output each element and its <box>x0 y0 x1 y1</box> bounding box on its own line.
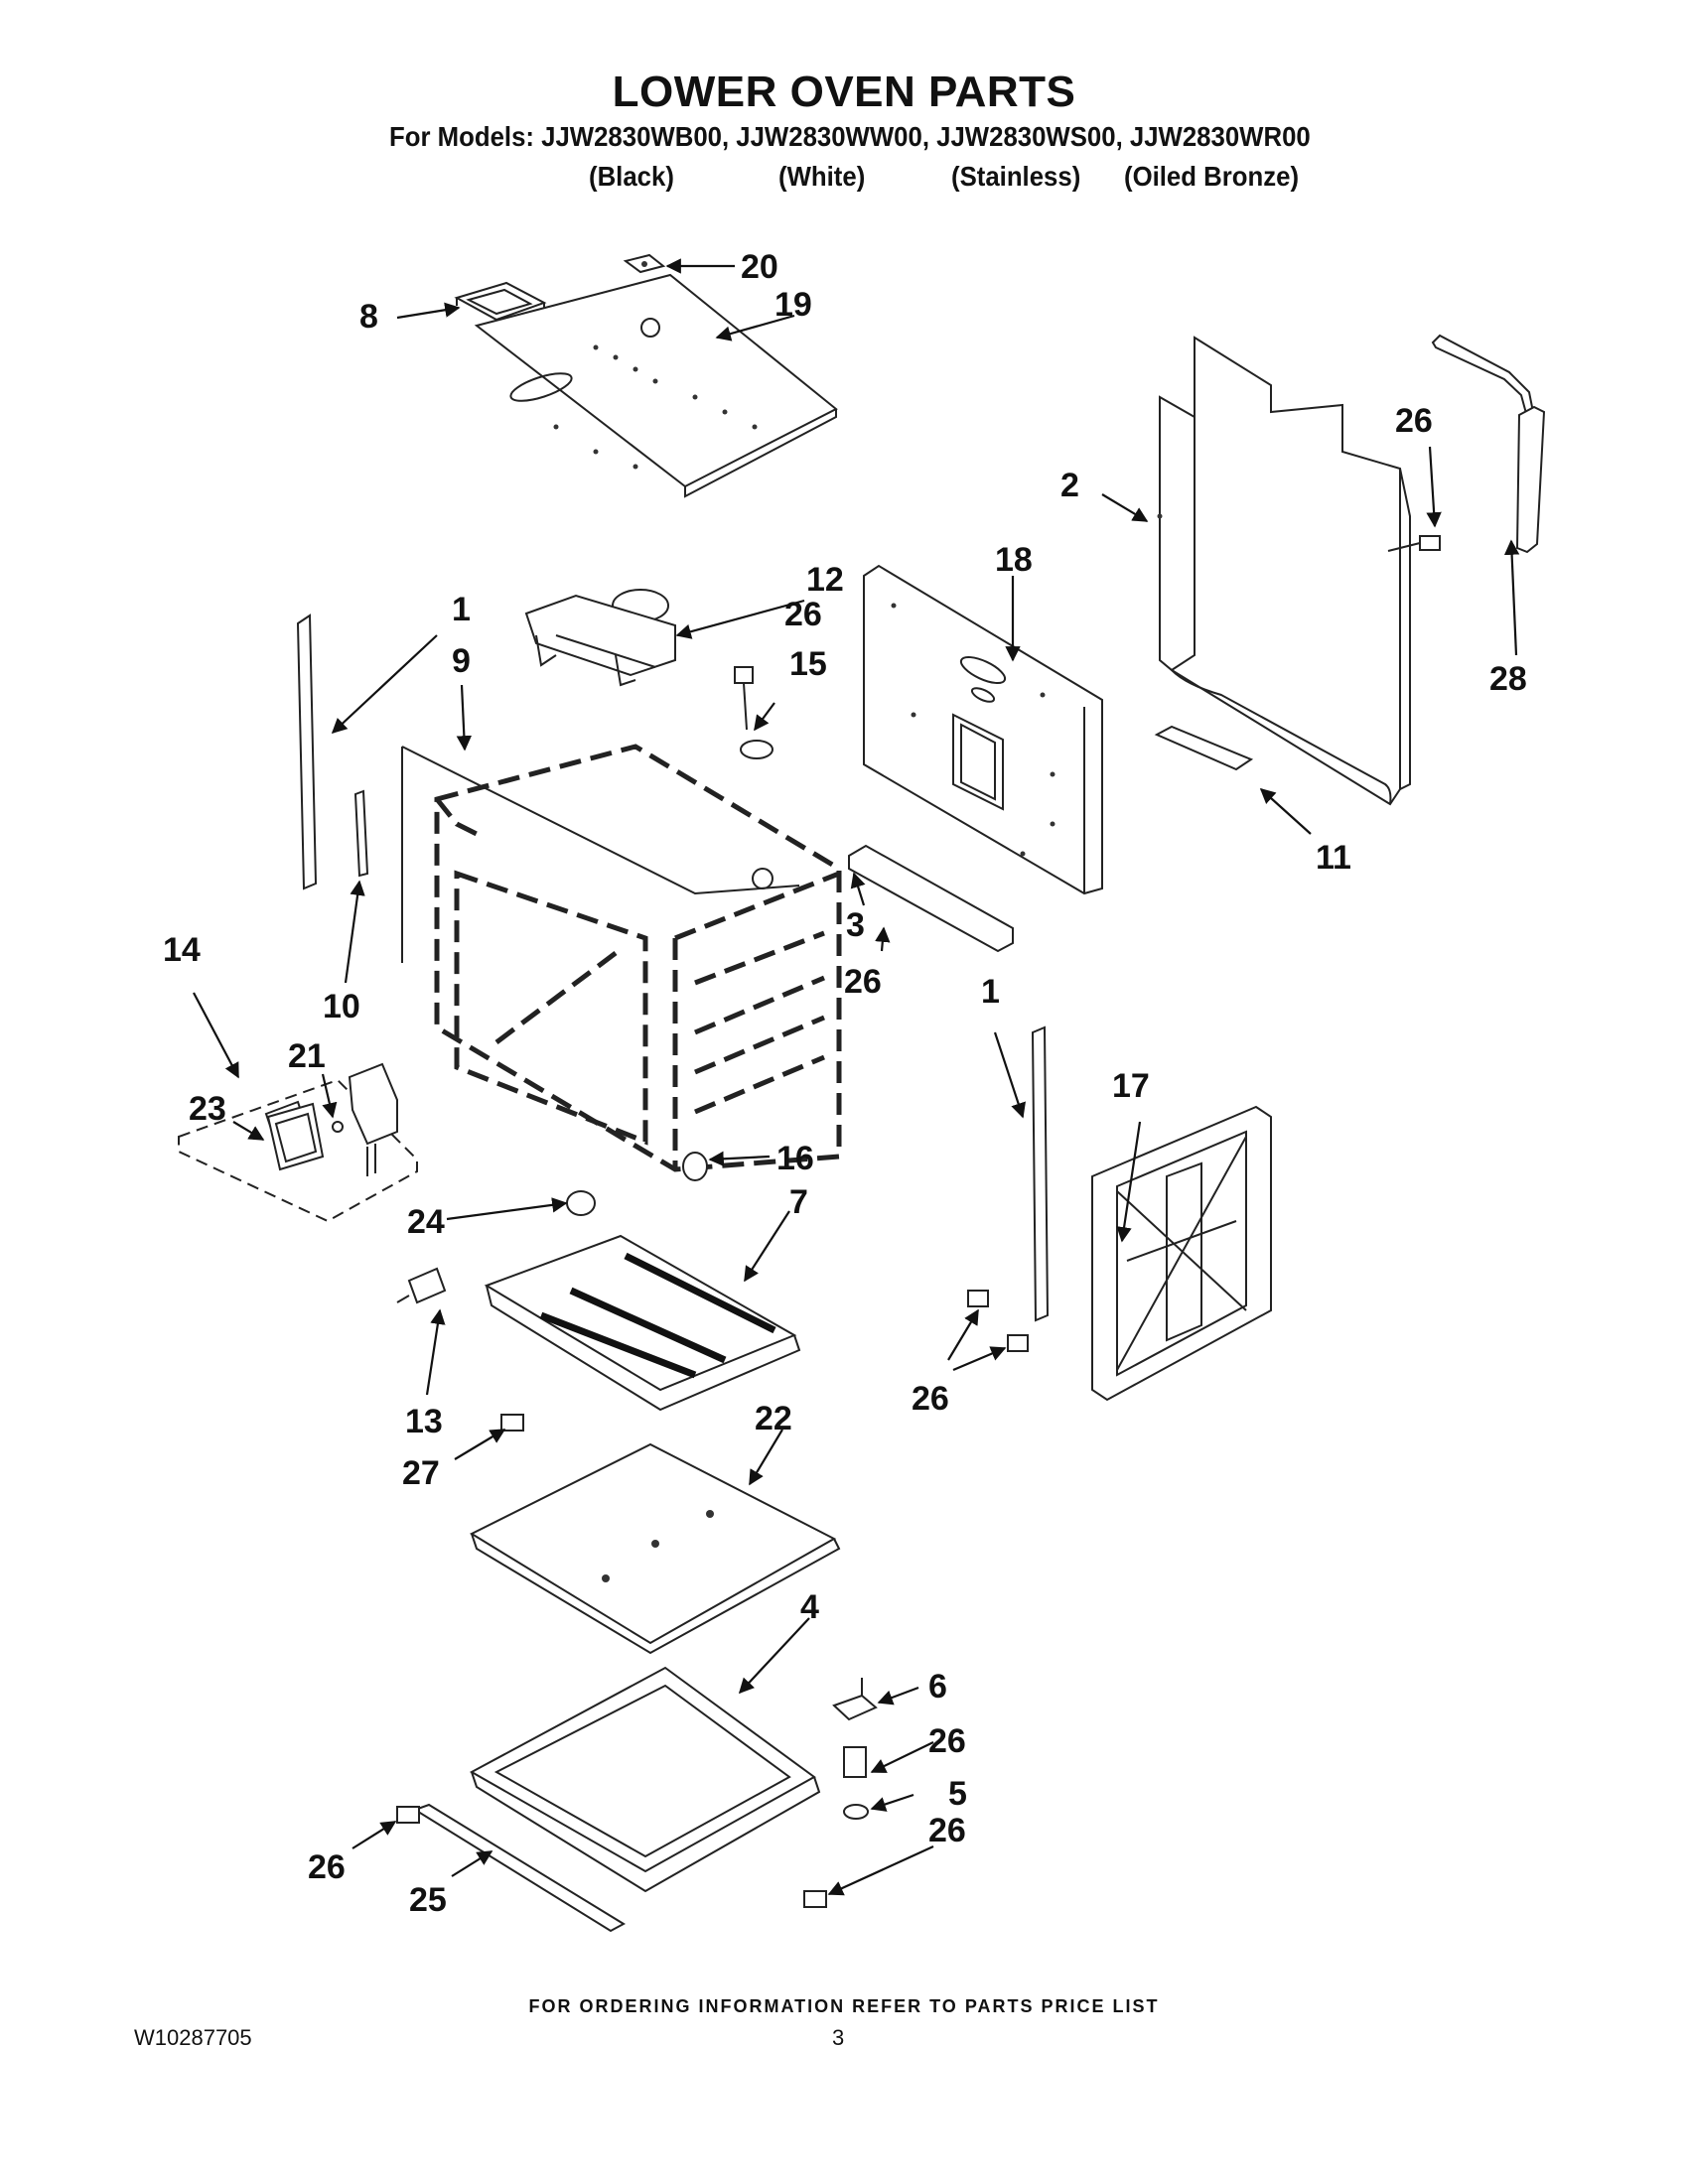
ordering-note: FOR ORDERING INFORMATION REFER TO PARTS … <box>528 1996 1160 2016</box>
callout-23: 23 <box>189 1090 226 1128</box>
callout-12: 12 <box>806 561 844 599</box>
callout-8: 8 <box>359 298 378 336</box>
page-title: LOWER OVEN PARTS <box>612 68 1076 116</box>
part-10-strip <box>353 789 369 878</box>
leader-lines <box>193 258 1520 1896</box>
callout-26-lower-right: 26 <box>928 1812 966 1849</box>
part-16-sensor <box>682 1152 708 1181</box>
callout-4: 4 <box>800 1588 819 1626</box>
callout-22: 22 <box>755 1400 792 1437</box>
color-oiled-bronze: (Oiled Bronze) <box>1124 161 1300 192</box>
part-3-rear-bracket <box>848 844 1014 953</box>
callout-9: 9 <box>452 642 471 680</box>
part-2-side-panel <box>1157 336 1411 806</box>
callout-1-right: 1 <box>981 973 1000 1011</box>
part-22-bottom-panel <box>469 1442 841 1655</box>
part-8-vent-bracket <box>454 281 547 328</box>
part-20-cover-plate <box>623 253 666 274</box>
callout-26-mid: 26 <box>844 963 882 1001</box>
callout-7: 7 <box>789 1183 808 1221</box>
page-number: 3 <box>832 2025 845 2050</box>
part-1-right-rail <box>1031 1025 1050 1322</box>
part-13-switch <box>396 1267 447 1304</box>
callout-28: 28 <box>1489 660 1527 698</box>
callout-2: 2 <box>1060 467 1079 504</box>
callout-3: 3 <box>846 906 865 944</box>
part-26-screws-lower <box>396 1290 1029 1908</box>
callout-26-right-top: 26 <box>1395 402 1433 440</box>
callout-19: 19 <box>774 286 812 324</box>
part-11-lower-bracket <box>1154 725 1254 771</box>
part-27-screw <box>500 1414 524 1432</box>
callout-26-door: 26 <box>912 1380 949 1418</box>
callout-labels: 20 8 19 2 26 28 12 26 15 18 1 9 11 3 26 … <box>163 248 1527 1919</box>
color-white: (White) <box>778 161 866 192</box>
callout-1-left: 1 <box>452 591 471 628</box>
part-4-base-frame <box>469 1666 821 1893</box>
callout-25: 25 <box>409 1881 447 1919</box>
models-line: For Models: JJW2830WB00, JJW2830WW00, JJ… <box>389 121 1311 152</box>
callout-6: 6 <box>928 1668 947 1706</box>
part-24-light-socket <box>566 1190 596 1216</box>
callout-21: 21 <box>288 1037 326 1075</box>
part-17-door-frame <box>1091 1105 1272 1402</box>
part-7-bake-tray <box>484 1234 801 1412</box>
part-19-top-panel <box>474 273 838 498</box>
color-stainless: (Stainless) <box>951 161 1081 192</box>
part-5-leg <box>843 1746 869 1820</box>
part-6-leveling-bracket <box>832 1678 878 1721</box>
callout-26-bracket: 26 <box>928 1722 966 1760</box>
callout-10: 10 <box>323 988 360 1025</box>
callout-14: 14 <box>163 931 201 969</box>
callout-16: 16 <box>776 1140 814 1177</box>
callout-11: 11 <box>1316 839 1351 877</box>
callout-13: 13 <box>405 1403 443 1440</box>
part-26-screw <box>1387 535 1441 552</box>
color-black: (Black) <box>589 161 674 192</box>
document-number: W10287705 <box>134 2025 252 2050</box>
callout-5: 5 <box>948 1775 967 1813</box>
part-25-front-trim <box>412 1803 627 1933</box>
part-1-left-rail <box>296 614 318 890</box>
callout-27: 27 <box>402 1454 440 1492</box>
callout-15: 15 <box>789 645 827 683</box>
part-12-motor-assembly <box>524 589 676 687</box>
part-14-light-assembly <box>178 1062 418 1223</box>
callout-17: 17 <box>1112 1067 1150 1105</box>
callout-20: 20 <box>741 248 778 286</box>
part-9-oven-cavity <box>401 744 842 1172</box>
callout-26-lower-left: 26 <box>308 1848 346 1886</box>
callout-26-upper: 26 <box>784 596 822 633</box>
part-15-clip <box>734 666 774 759</box>
part-28-trim-strip <box>1431 334 1546 554</box>
callout-24: 24 <box>407 1203 445 1241</box>
callout-18: 18 <box>995 541 1033 579</box>
part-18-rear-panel <box>863 564 1103 895</box>
